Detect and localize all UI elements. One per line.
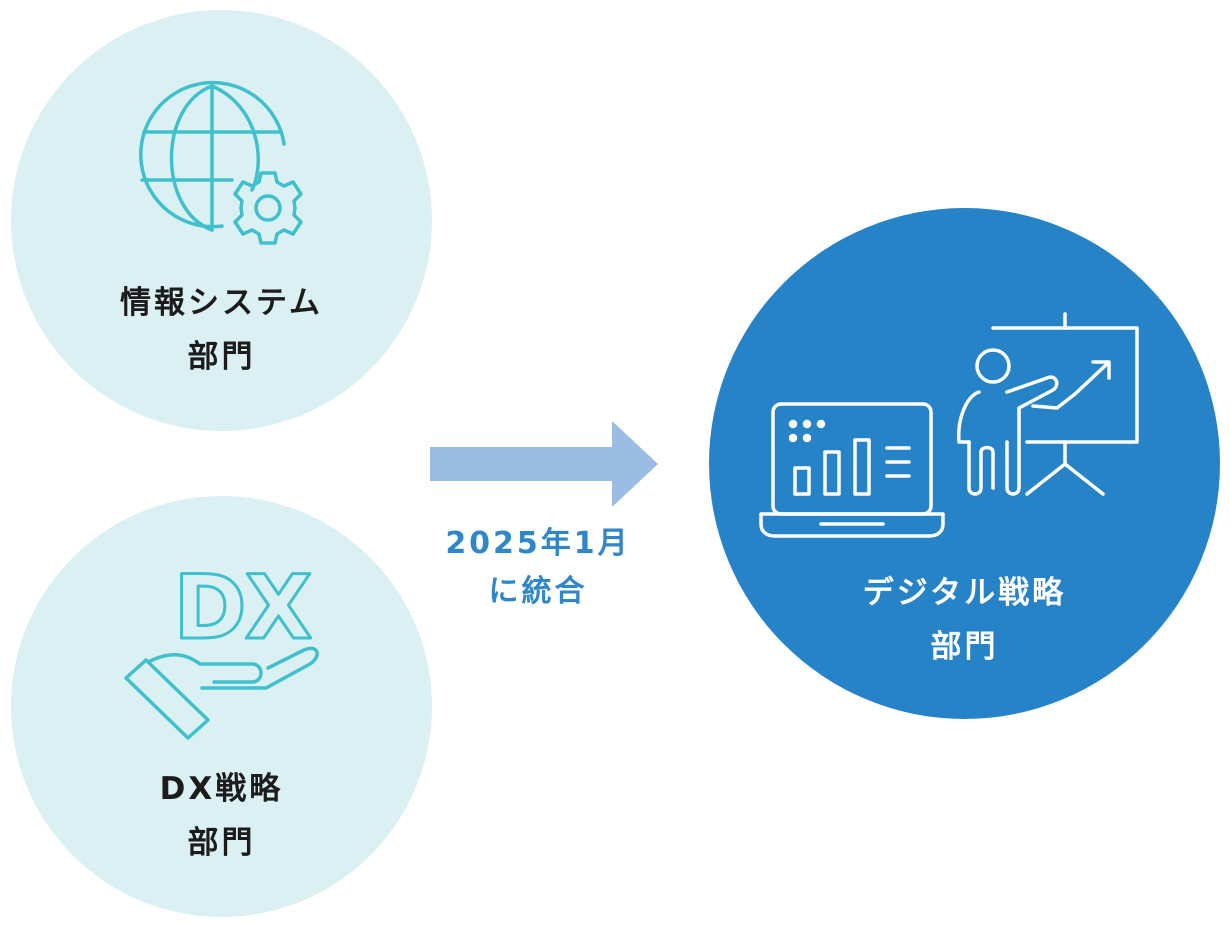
digital-strategy-label-line2: 部門 bbox=[930, 629, 999, 665]
merge-annotation: 2025年1月 に統合 bbox=[420, 520, 656, 616]
digital-strategy-node bbox=[709, 208, 1220, 719]
globe-gear-icon bbox=[139, 80, 303, 245]
digital-strategy-label-line1: デジタル戦略 bbox=[862, 575, 1067, 611]
laptop-presenter-icon bbox=[759, 312, 1139, 538]
merge-caption: に統合 bbox=[488, 574, 588, 609]
info-system-label-line2: 部門 bbox=[187, 339, 256, 375]
dx-icon-text: DX bbox=[174, 560, 312, 659]
info-system-label-line1: 情報システム bbox=[119, 285, 324, 321]
dx-strategy-node bbox=[11, 496, 432, 917]
merge-date: 2025年1月 bbox=[445, 526, 631, 561]
dx-strategy-label-line2: 部門 bbox=[187, 825, 256, 861]
dx-strategy-label-line1: DX戦略 bbox=[159, 771, 284, 807]
digital-strategy-label: デジタル戦略 部門 bbox=[709, 566, 1220, 674]
arrow-right-icon bbox=[430, 421, 658, 507]
info-system-node bbox=[11, 10, 432, 431]
info-system-label: 情報システム 部門 bbox=[11, 276, 432, 384]
dx-strategy-label: DX戦略 部門 bbox=[11, 762, 432, 870]
dx-hand-icon: DX bbox=[124, 560, 319, 740]
